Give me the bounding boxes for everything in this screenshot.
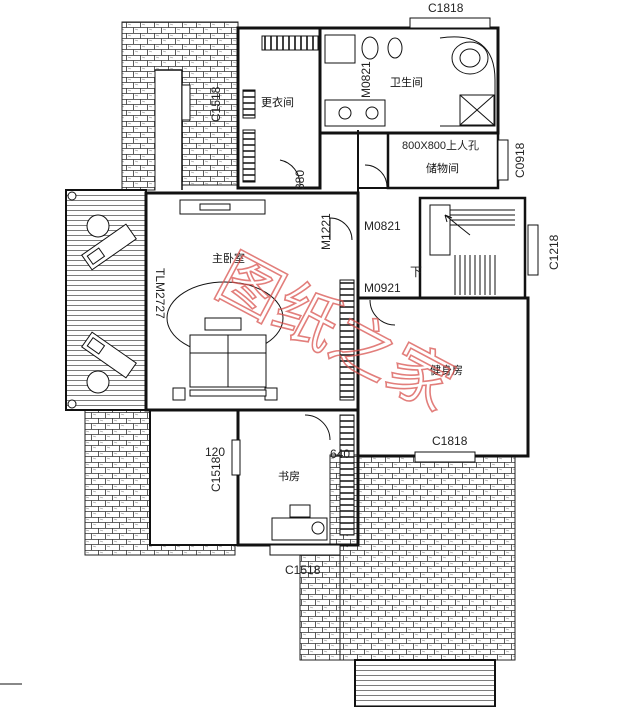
- lounge-chair-lower: [81, 331, 137, 394]
- room-label-study: 书房: [278, 470, 300, 483]
- tag-dim-640: 640: [330, 447, 350, 461]
- tag-c1218: C1218: [547, 234, 561, 270]
- tag-hatch: 800X800上人孔: [402, 139, 479, 152]
- door-swings: [279, 159, 396, 441]
- room-label-dressing: 更衣间: [261, 95, 294, 109]
- tag-c1518-left-upper: C1518: [209, 86, 223, 122]
- roof-tiles: [84, 21, 516, 661]
- tag-stair-down: 下: [410, 265, 422, 279]
- room-label-bathroom: 卫生间: [390, 75, 423, 89]
- tag-m1221: M1221: [319, 213, 333, 250]
- tag-m0821-bath: M0821: [359, 61, 373, 98]
- tag-c1518-bottom: C1518: [285, 563, 321, 577]
- tag-m0921: M0921: [364, 281, 401, 295]
- windows: [181, 17, 539, 556]
- bathroom-fixtures: [324, 34, 496, 127]
- tag-dim-120: 120: [205, 445, 225, 459]
- balcony-deck: [65, 189, 147, 411]
- lounge-chair-upper: [81, 214, 137, 271]
- tag-c0918: C0918: [513, 142, 527, 178]
- tag-m0821-lower: M0821: [364, 219, 401, 233]
- master-bed: [166, 199, 284, 401]
- tag-c1818-top: C1818: [428, 1, 464, 15]
- room-label-master-bedroom: 主卧室: [212, 251, 245, 265]
- closets: [242, 35, 355, 536]
- tag-c1518-left-lower: C1518: [209, 456, 223, 492]
- staircase: [429, 204, 515, 295]
- room-label-storage: 储物间: [426, 161, 459, 175]
- room-label-gym: 健身房: [430, 363, 463, 377]
- entrance-steps: [354, 659, 496, 707]
- tag-tlm2727: TLM2727: [153, 268, 167, 319]
- study-desk: [271, 504, 328, 541]
- tag-dim-380: 380: [293, 170, 307, 190]
- tag-c1818-gym: C1818: [432, 434, 468, 448]
